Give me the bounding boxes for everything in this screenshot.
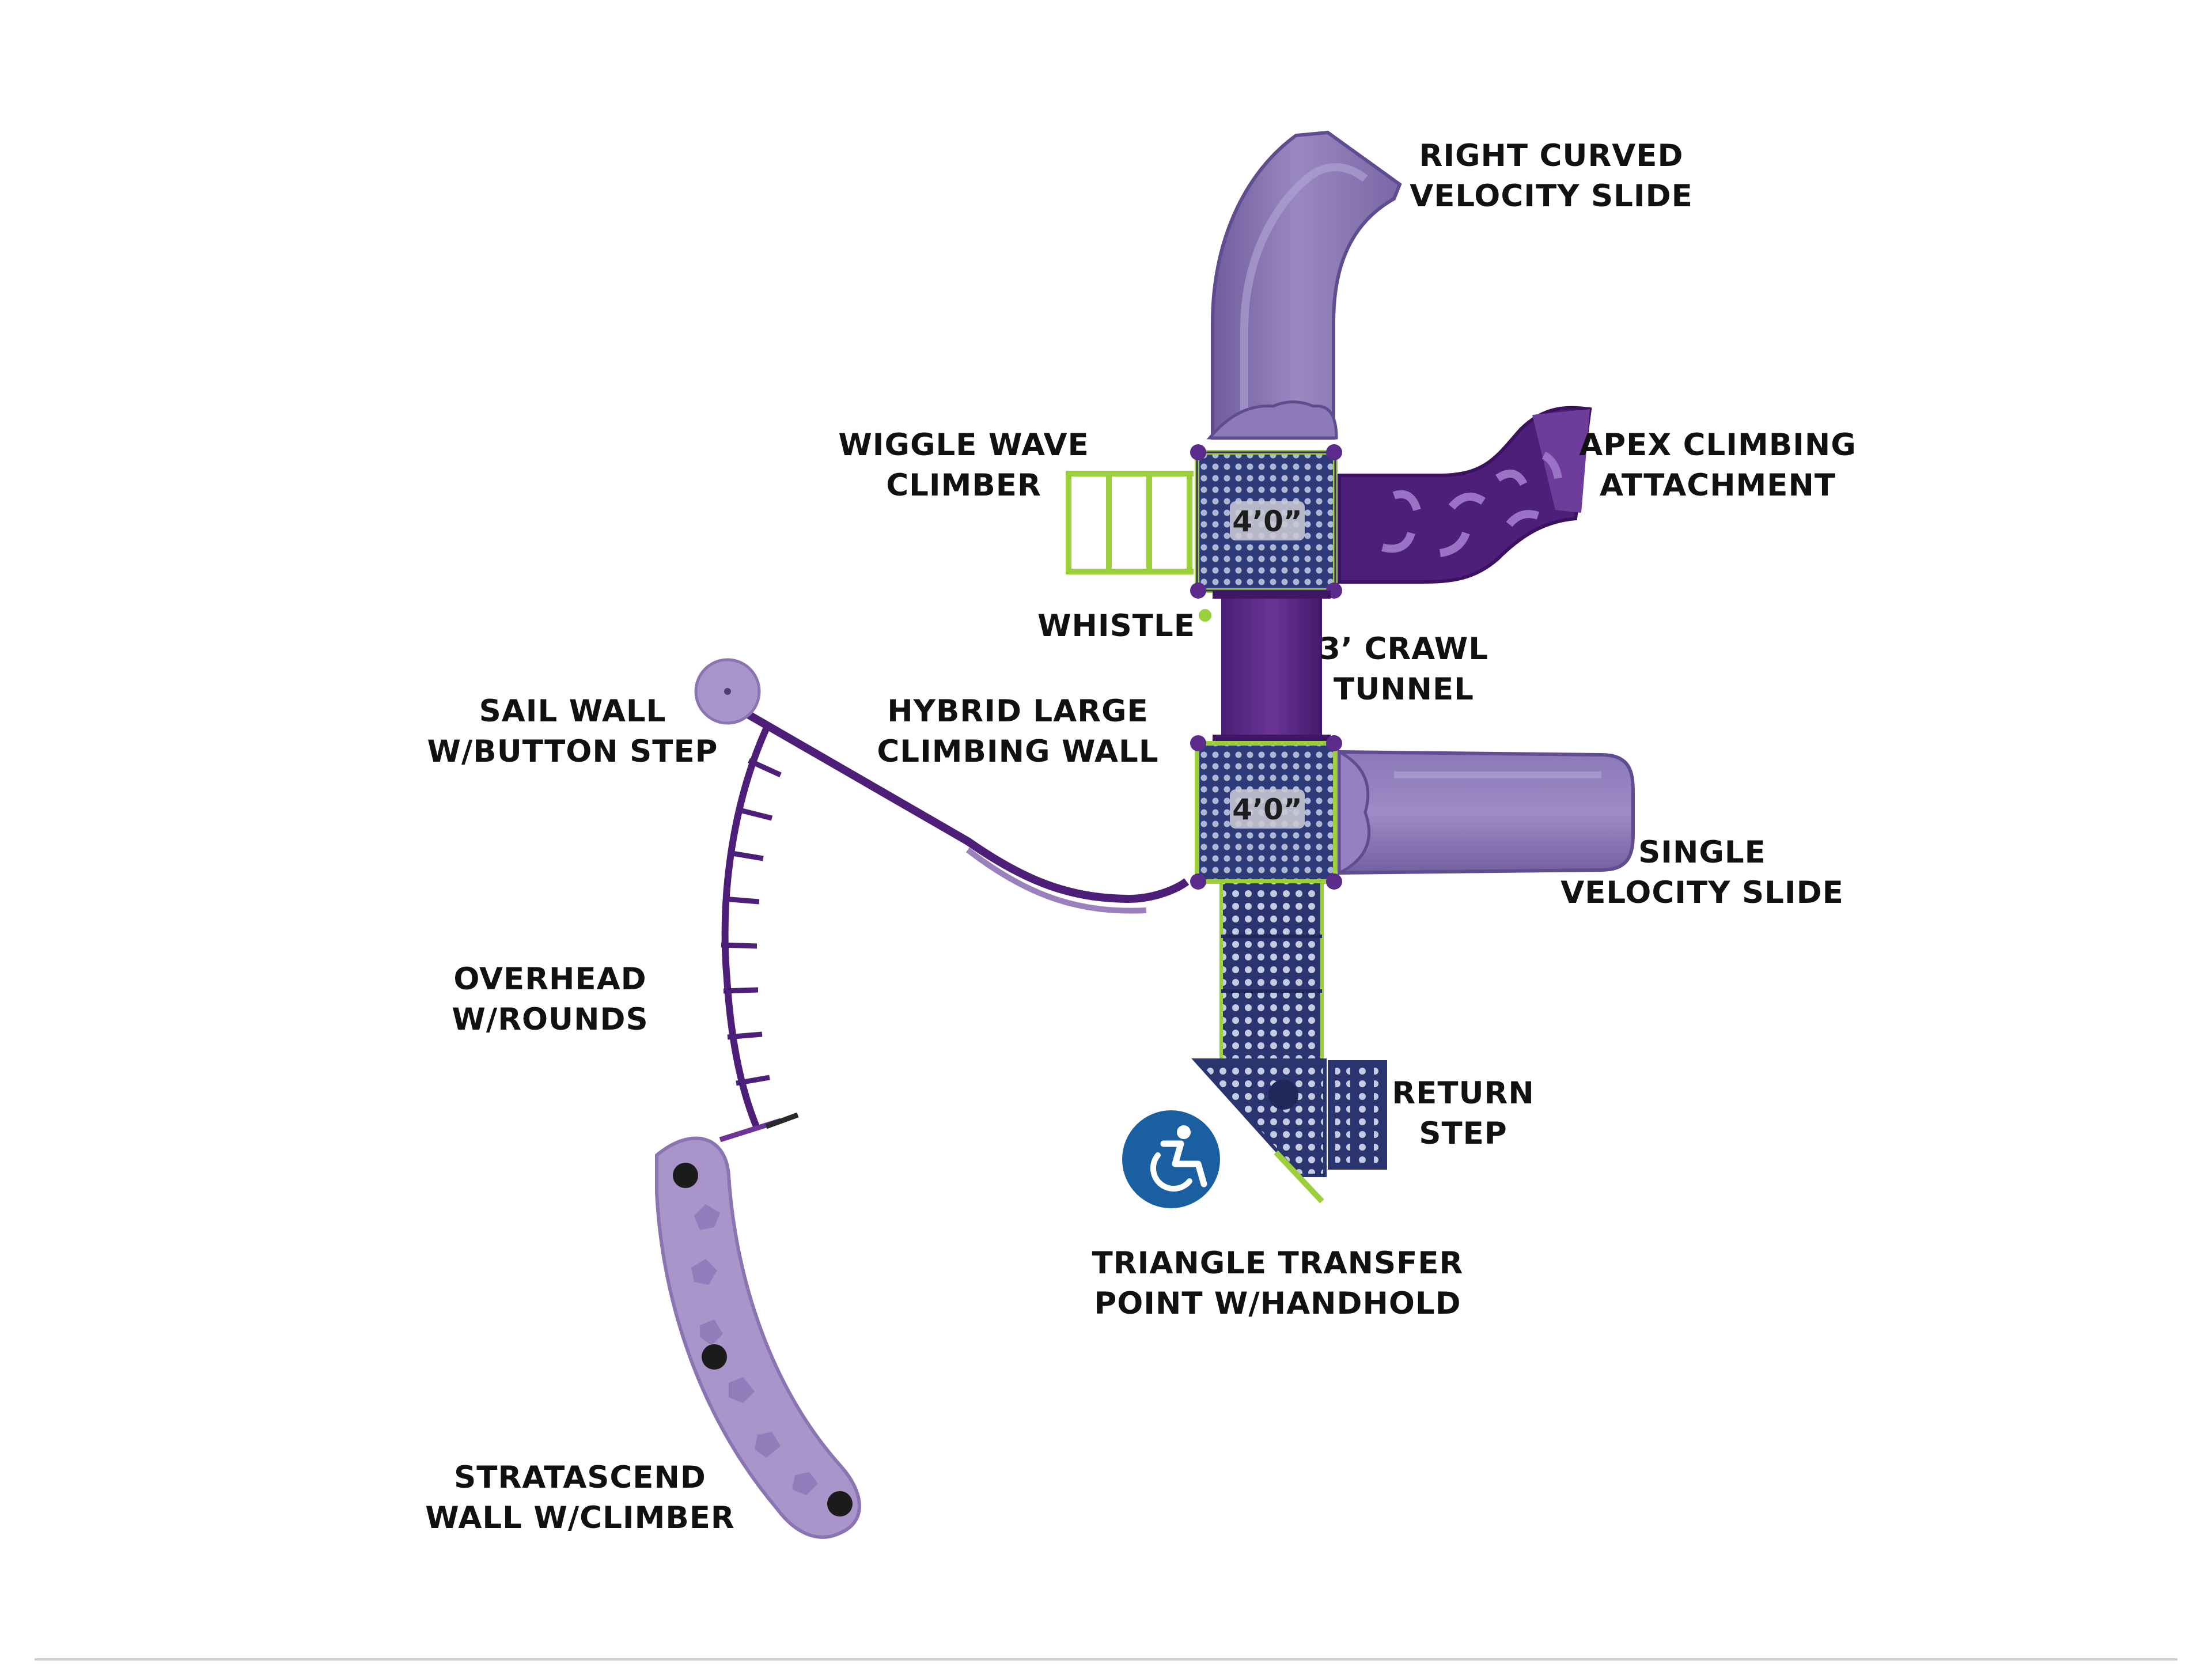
label-overhead-rounds: OVERHEAD W/ROUNDS bbox=[452, 962, 649, 1037]
overhead-rounds bbox=[719, 727, 799, 1143]
label-whistle: WHISTLE bbox=[1037, 608, 1195, 644]
label-right-curved-velocity-slide: RIGHT CURVED VELOCITY SLIDE bbox=[1410, 138, 1693, 214]
label-return-step: RETURN STEP bbox=[1392, 1076, 1535, 1151]
label-apex-climbing-attachment: APEX CLIMBING ATTACHMENT bbox=[1579, 428, 1857, 503]
label-hybrid-large-climbing-wall: HYBRID LARGE CLIMBING WALL bbox=[877, 694, 1159, 769]
label-wiggle-wave-climber: WIGGLE WAVE CLIMBER bbox=[838, 428, 1089, 503]
label-sail-wall: SAIL WALL W/BUTTON STEP bbox=[427, 694, 718, 769]
hybrid-large-climbing-wall bbox=[741, 708, 1190, 914]
triangle-transfer-point bbox=[1191, 1058, 1327, 1204]
stratascend-wall bbox=[655, 1136, 861, 1539]
return-step bbox=[1328, 1060, 1387, 1170]
transfer-steps bbox=[1219, 880, 1324, 1065]
bottom-divider bbox=[35, 1658, 2177, 1661]
upper-deck-height: 4’0” bbox=[1232, 505, 1302, 538]
wheelchair-accessibility-icon bbox=[1122, 1110, 1220, 1208]
label-single-velocity-slide: SINGLE VELOCITY SLIDE bbox=[1560, 835, 1844, 910]
label-triangle-transfer-point: TRIANGLE TRANSFER POINT W/HANDHOLD bbox=[1092, 1246, 1464, 1321]
label-crawl-tunnel: 3’ CRAWL TUNNEL bbox=[1319, 631, 1489, 707]
lower-deck: 4’0” bbox=[1190, 735, 1342, 890]
single-velocity-slide bbox=[1338, 749, 1635, 876]
lower-deck-height: 4’0” bbox=[1232, 793, 1302, 826]
upper-deck: 4’0” bbox=[1190, 444, 1342, 599]
label-stratascend-wall: STRATASCEND WALL W/CLIMBER bbox=[425, 1460, 735, 1536]
crawl-tunnel bbox=[1213, 591, 1331, 743]
sail-wall-button-step bbox=[694, 658, 761, 725]
apex-climbing-attachment bbox=[1338, 406, 1592, 584]
right-curved-velocity-slide bbox=[1206, 130, 1402, 440]
wiggle-wave-climber bbox=[1066, 471, 1194, 574]
whistle-marker bbox=[1199, 609, 1211, 622]
